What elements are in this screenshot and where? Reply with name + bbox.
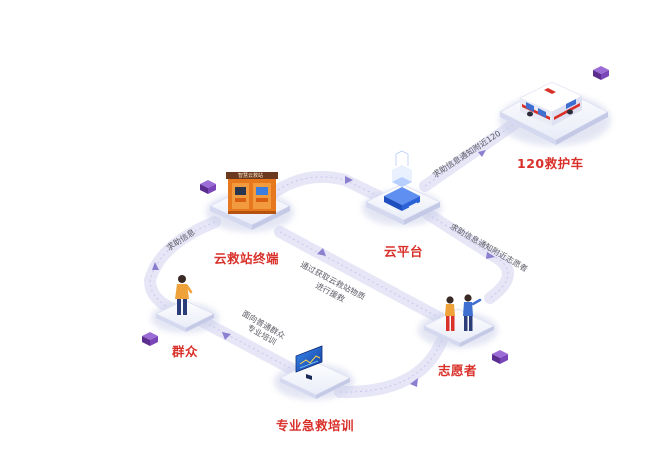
arrow-to-training (222, 332, 231, 340)
volunteers-icon (445, 294, 482, 331)
cube-icon (200, 180, 216, 194)
volunteer-node (418, 294, 498, 348)
cloud-platform-node (362, 150, 442, 226)
label-public: 群众 (172, 344, 199, 359)
flow-dashes (149, 119, 521, 393)
arrow-to-public (152, 262, 159, 270)
label-volunteer: 志愿者 (438, 363, 478, 378)
kiosk-sign: 智慧云救站 (238, 173, 264, 179)
arrow-to-cloud (345, 176, 353, 184)
training-node (274, 345, 354, 400)
arrow-to-volunteer (486, 252, 495, 259)
station-terminal-node (206, 172, 294, 232)
training-screen-icon (295, 345, 323, 380)
label-cloud-platform: 云平台 (384, 244, 424, 259)
cube-icon (492, 350, 508, 364)
kiosk-icon (226, 172, 278, 214)
public-node (151, 275, 219, 333)
ambulance-icon (519, 81, 583, 126)
cube-icon (593, 66, 609, 80)
arrow-training-to-volunteer (410, 378, 418, 387)
decor-cubes (142, 66, 609, 364)
label-station-terminal: 云救站终端 (214, 251, 280, 266)
server-icon (384, 150, 420, 212)
path-training-to-volunteer (334, 334, 448, 399)
arrow-to-ambulance (478, 150, 486, 157)
cube-icon (142, 332, 158, 346)
person-icon (175, 275, 193, 315)
arrow-to-station (317, 248, 326, 256)
label-training: 专业急救培训 (276, 418, 355, 433)
ambulance-node (498, 81, 611, 146)
label-ambulance: 120救护车 (517, 156, 584, 171)
